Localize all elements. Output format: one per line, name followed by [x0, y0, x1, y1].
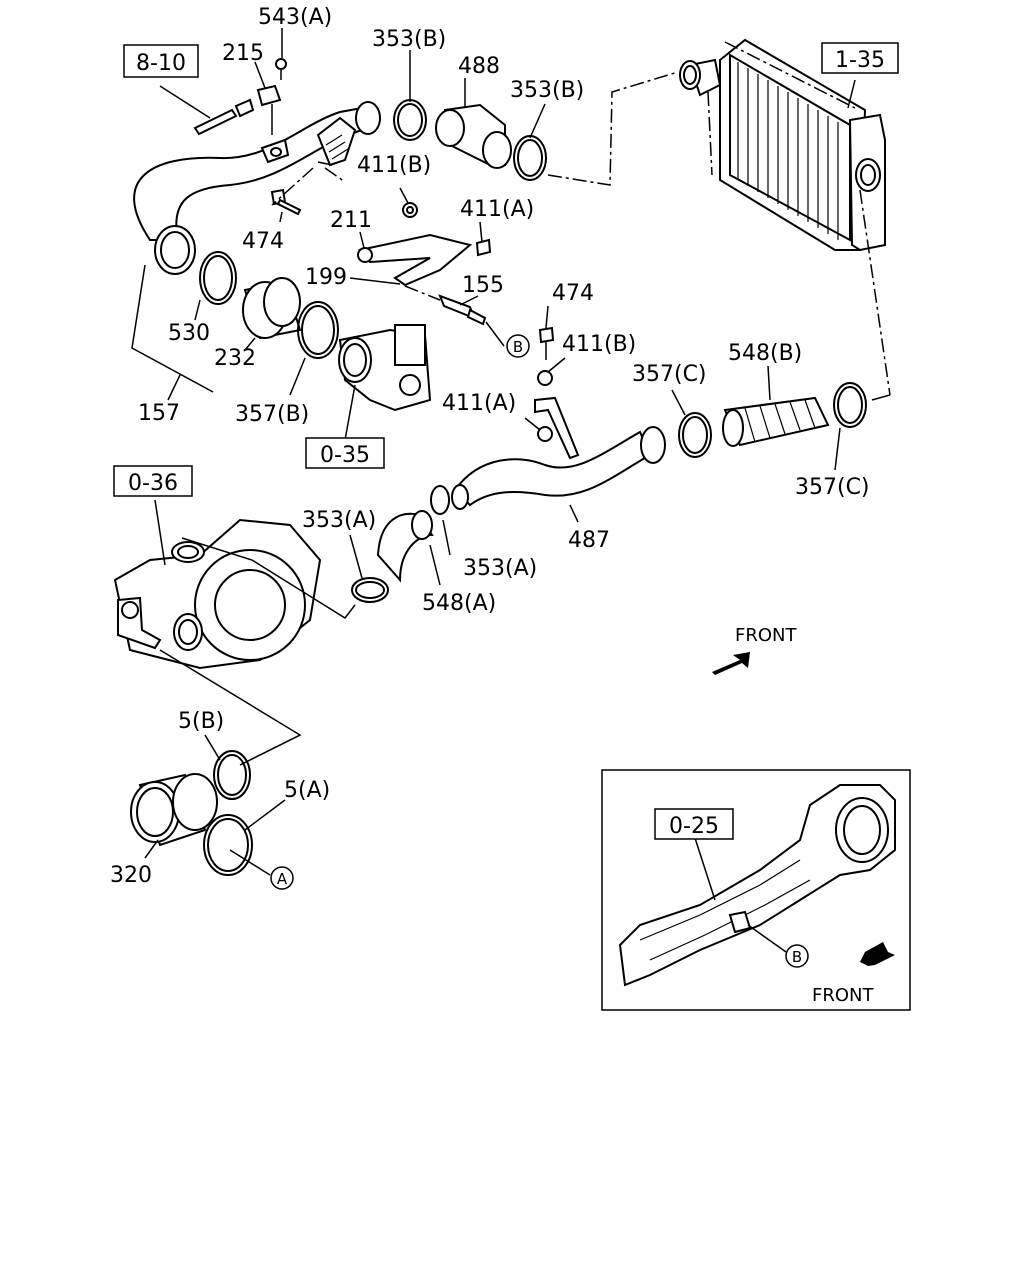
label-5b: 5(B) [178, 709, 224, 734]
label-411a-1: 411(A) [460, 197, 534, 222]
label-232: 232 [214, 346, 256, 371]
intercooler [679, 38, 886, 252]
part-labels: 543(A) 215 353(B) 488 353(B) 411(B) 411(… [110, 5, 870, 888]
label-474-2: 474 [552, 281, 594, 306]
marker-b-inset: B [785, 944, 809, 968]
label-157: 157 [138, 401, 180, 426]
pipe-487 [451, 426, 666, 510]
label-215: 215 [222, 41, 264, 66]
label-530: 530 [168, 321, 210, 346]
ref-label-0-36: 0-36 [128, 471, 178, 496]
label-487: 487 [568, 528, 610, 553]
upper-intake-pipe [133, 101, 381, 275]
bolts-upper [270, 188, 418, 218]
hose-548a [351, 485, 450, 603]
label-5a: 5(A) [284, 778, 330, 803]
front-label-inset: FRONT [812, 985, 874, 1006]
label-548a: 548(A) [422, 591, 496, 616]
label-357c-2: 357(C) [795, 475, 870, 500]
ref-label-1-35: 1-35 [835, 48, 885, 73]
label-411a-2: 411(A) [442, 391, 516, 416]
label-357c-1: 357(C) [632, 362, 707, 387]
ref-box-8-10: 8-10 [123, 44, 199, 78]
front-arrow-icon [712, 652, 750, 675]
leader-lines [131, 28, 891, 876]
ref-label-0-35: 0-35 [320, 443, 370, 468]
ref-label-8-10: 8-10 [136, 51, 186, 76]
hose-488 [393, 99, 547, 181]
marker-b-main: B [506, 334, 530, 358]
label-353a-1: 353(A) [302, 508, 376, 533]
label-353b-1: 353(B) [372, 27, 446, 52]
marker-a: A [270, 866, 294, 890]
hose-232 [199, 251, 339, 359]
label-155: 155 [462, 273, 504, 298]
ref-box-1-35: 1-35 [821, 42, 899, 74]
label-320: 320 [110, 863, 152, 888]
marker-b-inset-label: B [792, 948, 802, 966]
label-411b-2: 411(B) [562, 332, 636, 357]
ref-label-0-25: 0-25 [669, 814, 719, 839]
label-411b-1: 411(B) [357, 153, 431, 178]
label-548b: 548(B) [728, 341, 802, 366]
bracket-199 [357, 233, 492, 287]
label-211: 211 [330, 208, 372, 233]
dash-lines [271, 41, 891, 396]
marker-b-main-label: B [513, 338, 523, 356]
ref-box-0-25: 0-25 [654, 808, 734, 840]
turbocharger [113, 518, 322, 670]
bracket-lower [534, 326, 580, 460]
marker-a-label: A [277, 870, 288, 888]
label-353b-2: 353(B) [510, 78, 584, 103]
label-353a-2: 353(A) [463, 556, 537, 581]
label-543a: 543(A) [258, 5, 332, 30]
ref-box-0-35: 0-35 [305, 437, 385, 469]
front-label-main: FRONT [735, 625, 797, 646]
label-488: 488 [458, 54, 500, 79]
ref-box-0-36: 0-36 [113, 465, 193, 497]
hose-320 [130, 750, 253, 876]
label-199: 199 [305, 265, 347, 290]
sensor-assembly [193, 58, 287, 136]
label-357b: 357(B) [235, 402, 309, 427]
hose-548b [678, 382, 867, 458]
throttle-body [338, 324, 432, 412]
label-474-1: 474 [242, 229, 284, 254]
inset-intake-manifold [601, 769, 911, 1011]
sensor-155 [438, 294, 487, 326]
